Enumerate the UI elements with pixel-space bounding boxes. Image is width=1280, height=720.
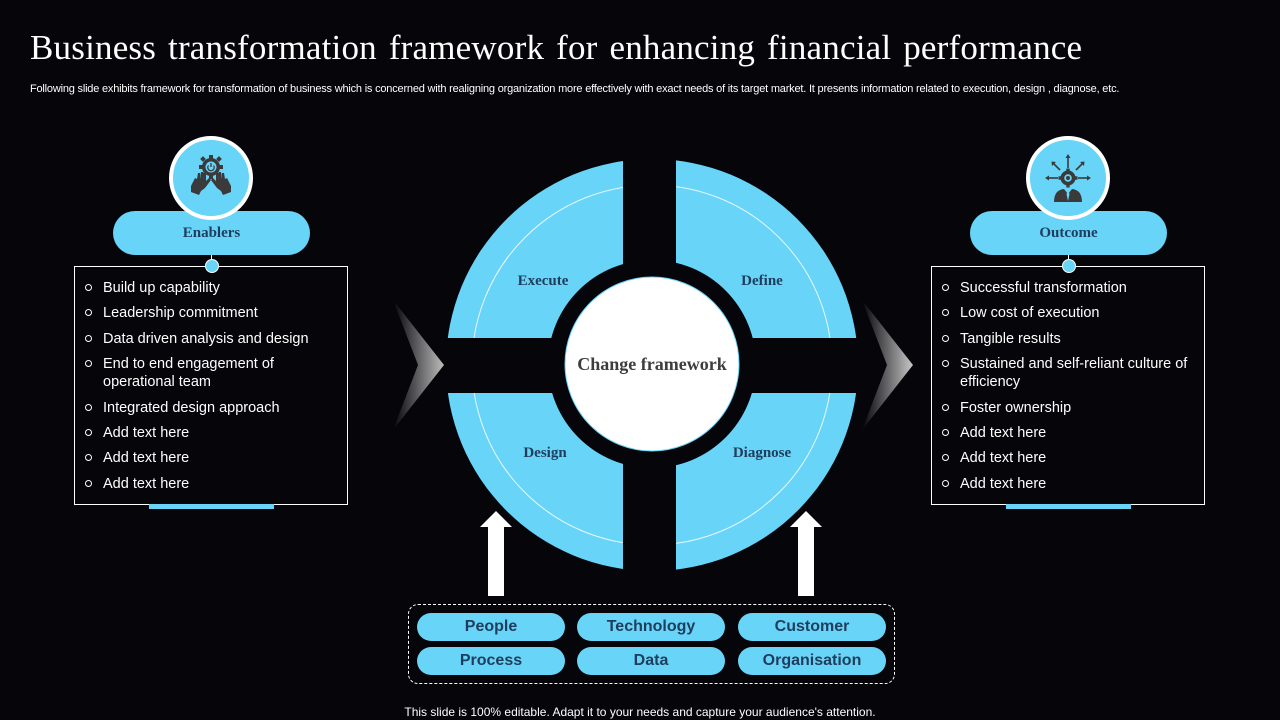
bullet-icon: [85, 334, 92, 342]
enablers-list-item: Add text here: [85, 475, 347, 493]
bullet-icon: [85, 284, 92, 291]
enablers-dot: [205, 259, 219, 273]
bullet-icon: [942, 454, 949, 462]
enablers-item-text: End to end engagement of operational tea…: [103, 356, 274, 391]
enablers-icon-circle: [169, 136, 253, 220]
outcome-list-item: Add text here: [942, 424, 1204, 442]
enablers-item-text: Add text here: [103, 450, 190, 467]
enablers-accent-bar: [149, 504, 274, 509]
slide-subtitle: Following slide exhibits framework for t…: [30, 83, 1120, 95]
factor-technology: Technology: [577, 613, 725, 641]
left-chevron-arrow: [393, 300, 444, 430]
outcome-item-text: Foster ownership: [960, 399, 1072, 416]
right-chevron-arrow: [862, 300, 913, 430]
bullet-icon: [942, 360, 949, 368]
outcome-icon-circle: [1026, 136, 1110, 220]
factor-customer: Customer: [738, 613, 886, 641]
slide-title: Business transformation framework for en…: [30, 28, 1083, 67]
enablers-list-item: Data driven analysis and design: [85, 330, 347, 348]
outcome-list-item: Low cost of execution: [942, 304, 1204, 322]
segment-label-execute: Execute: [518, 273, 569, 289]
factors-group: [408, 604, 895, 684]
center-disc: [564, 276, 740, 452]
bullet-icon: [85, 309, 92, 317]
bullet-icon: [85, 428, 92, 436]
bullet-icon: [942, 309, 949, 317]
outcome-item-text: Add text here: [960, 450, 1047, 467]
bullet-icon: [942, 428, 949, 436]
bullet-icon: [942, 284, 949, 291]
gear-hands-icon: [191, 155, 231, 195]
enablers-list-item: Leadership commitment: [85, 304, 347, 322]
factor-process: Process: [417, 647, 565, 675]
enablers-item-text: Leadership commitment: [103, 305, 258, 322]
outcome-accent-bar: [1006, 504, 1131, 509]
outcome-item-text: Tangible results: [960, 330, 1061, 347]
up-arrow-left: [480, 511, 512, 596]
enablers-item-text: Integrated design approach: [103, 399, 280, 416]
up-arrow-right: [790, 511, 822, 596]
segment-label-diagnose: Diagnose: [733, 445, 792, 461]
factor-people: People: [417, 613, 565, 641]
outcome-list-item: Add text here: [942, 449, 1204, 467]
enablers-list-item: Integrated design approach: [85, 399, 347, 417]
enablers-item-text: Add text here: [103, 424, 190, 441]
enablers-list-item: Add text here: [85, 449, 347, 467]
outcome-item-text: Low cost of execution: [960, 305, 1100, 322]
bullet-icon: [85, 403, 92, 411]
businessman-gear-arrows-icon: [1045, 154, 1091, 202]
outcome-list-item: Successful transformation: [942, 279, 1204, 297]
enablers-list-item: Add text here: [85, 424, 347, 442]
factor-organisation: Organisation: [738, 647, 886, 675]
segment-label-design: Design: [523, 445, 567, 461]
outcome-list-item: Sustained and self-reliant culture of ef…: [942, 355, 1204, 391]
outcome-item-text: Add text here: [960, 424, 1047, 441]
bullet-icon: [942, 403, 949, 411]
outcome-item-text: Sustained and self-reliant culture of ef…: [960, 356, 1188, 391]
enablers-list-item: Build up capability: [85, 279, 347, 297]
enablers-item-text: Data driven analysis and design: [103, 330, 309, 347]
enablers-label: Enablers: [182, 224, 241, 241]
outcome-item-text: Add text here: [960, 475, 1047, 492]
enablers-item-text: Add text here: [103, 475, 190, 492]
bullet-icon: [942, 479, 949, 487]
enablers-list-item: End to end engagement of operational tea…: [85, 355, 347, 391]
bullet-icon: [85, 454, 92, 462]
enablers-item-text: Build up capability: [103, 280, 220, 296]
bullet-icon: [942, 334, 949, 342]
outcome-list-item: Add text here: [942, 475, 1204, 493]
change-framework-diagram: Execute Define Design Diagnose Change fr…: [393, 160, 913, 596]
bullet-icon: [85, 479, 92, 487]
outcome-item-text: Successful transformation: [960, 280, 1127, 296]
outcome-dot: [1062, 259, 1076, 273]
factor-data: Data: [577, 647, 725, 675]
outcome-list-item: Foster ownership: [942, 399, 1204, 417]
center-label: Change framework: [577, 354, 726, 374]
outcome-list-item: Tangible results: [942, 330, 1204, 348]
bullet-icon: [85, 360, 92, 368]
slide-footer: This slide is 100% editable. Adapt it to…: [404, 705, 876, 719]
segment-label-define: Define: [741, 273, 783, 289]
outcome-label: Outcome: [1039, 224, 1098, 241]
